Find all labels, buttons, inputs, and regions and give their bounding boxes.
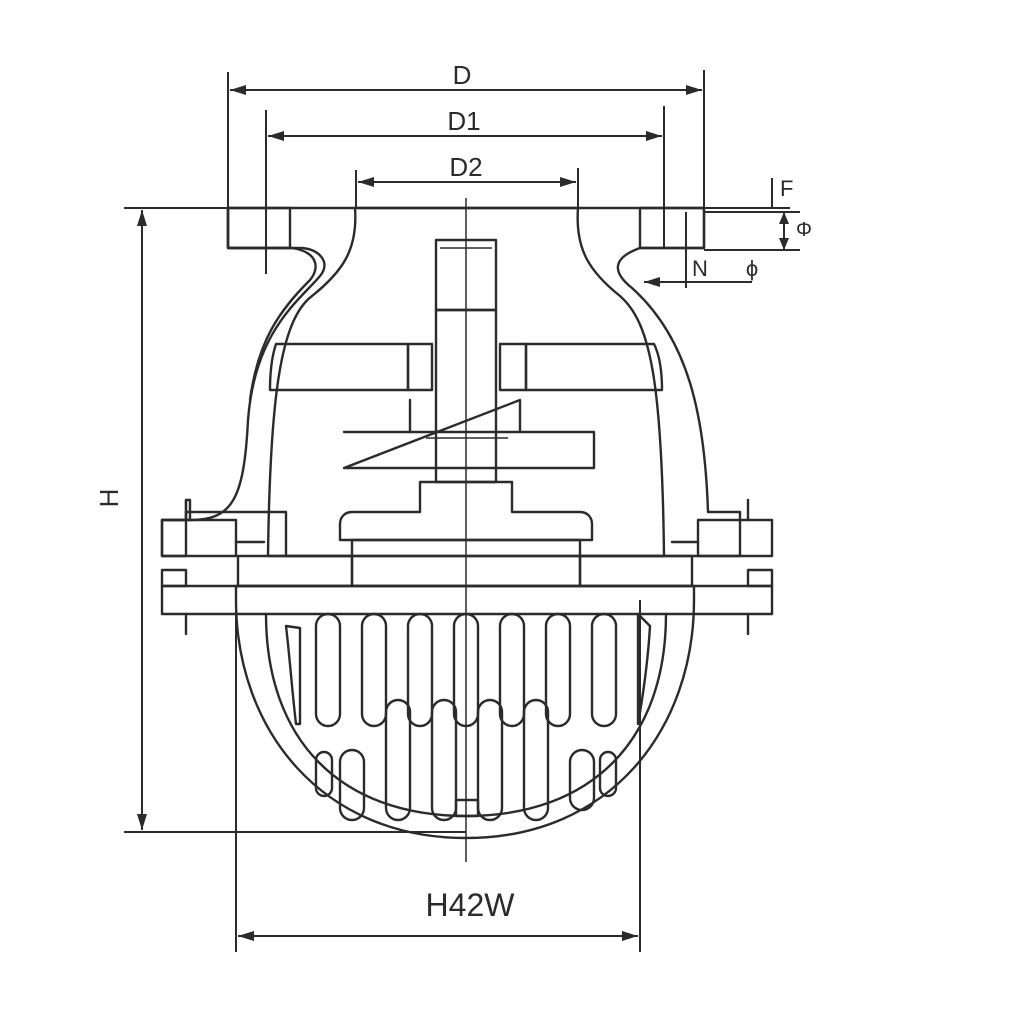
label-model: H42W — [426, 887, 516, 923]
label-d: D — [453, 60, 472, 90]
valve-disc — [338, 480, 594, 542]
label-d1: D1 — [447, 106, 480, 136]
dimension-lines — [124, 70, 800, 952]
strainer-screen — [234, 584, 696, 840]
label-f: F — [780, 176, 793, 201]
guide-bridge — [342, 398, 596, 470]
valve-body — [160, 206, 774, 558]
label-n: N — [692, 256, 708, 281]
dimension-labels: D D1 D2 F Φ N ϕ H H42W — [94, 60, 812, 923]
screen-upper-slots — [284, 612, 652, 728]
label-phi-bolt: ϕ — [746, 256, 758, 281]
label-d2: D2 — [449, 152, 482, 182]
screen-lower-slots — [314, 698, 618, 822]
red-band — [268, 342, 664, 392]
valve-seat — [234, 538, 700, 588]
label-phi-right: Φ — [796, 219, 812, 241]
label-h: H — [94, 489, 124, 508]
